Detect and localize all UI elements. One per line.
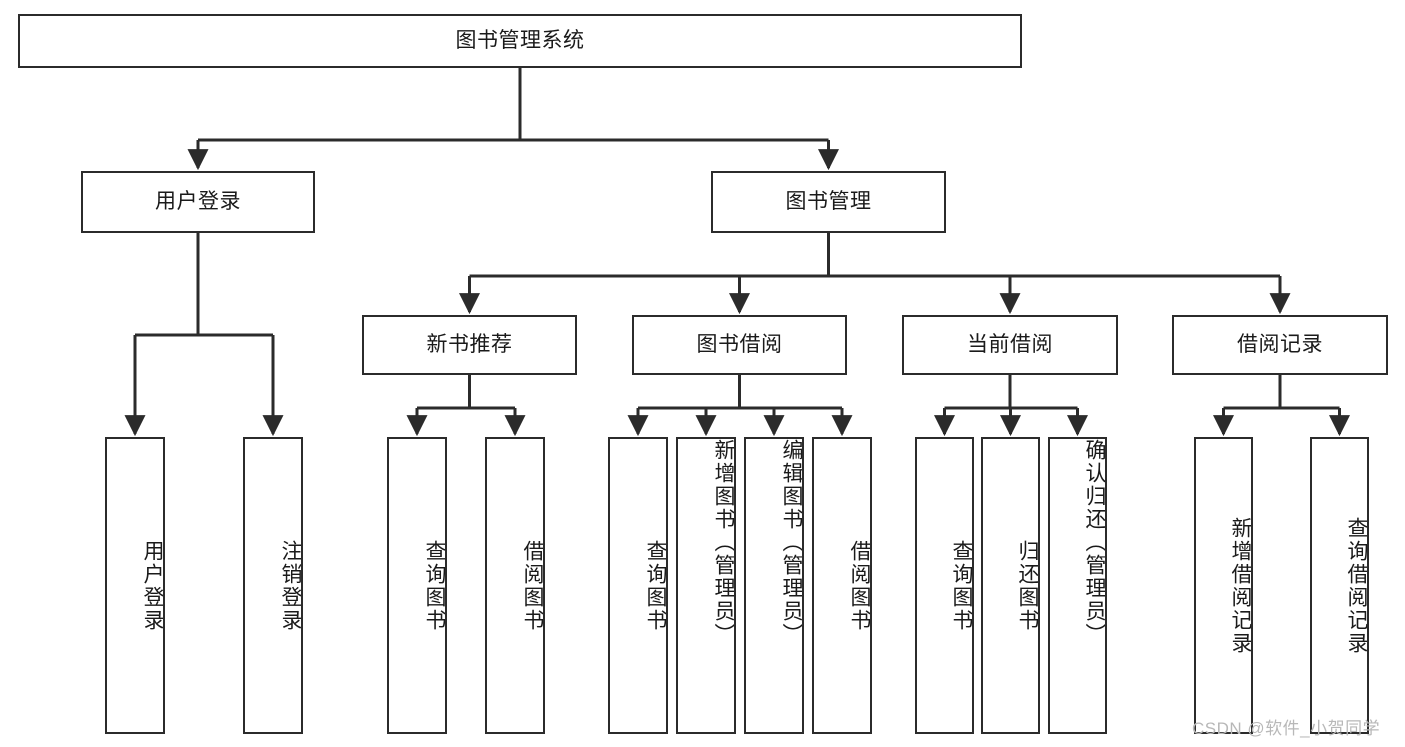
leaf-query-borrow-record[interactable]: 查询借阅记录 bbox=[1310, 437, 1369, 734]
leaf-edit-book-admin-label: 编辑图书（管理员） bbox=[780, 439, 803, 646]
leaf-query-book-recommend[interactable]: 查询图书 bbox=[387, 437, 447, 734]
leaf-add-borrow-record[interactable]: 新增借阅记录 bbox=[1194, 437, 1253, 734]
leaf-confirm-return-admin[interactable]: 确认归还（管理员） bbox=[1048, 437, 1107, 734]
leaf-query-book-borrow[interactable]: 查询图书 bbox=[608, 437, 668, 734]
node-root[interactable]: 图书管理系统 bbox=[18, 14, 1022, 68]
edge-group bbox=[124, 68, 1350, 437]
leaf-query-book-borrow-label: 查询图书 bbox=[644, 539, 667, 632]
leaf-query-book-current-label: 查询图书 bbox=[950, 539, 973, 632]
leaf-confirm-return-admin-label: 确认归还（管理员） bbox=[1083, 439, 1106, 646]
leaf-borrow-book-label: 借阅图书 bbox=[848, 539, 871, 632]
leaf-query-book-recommend-label: 查询图书 bbox=[423, 539, 446, 632]
node-borrow-record[interactable]: 借阅记录 bbox=[1172, 315, 1388, 375]
node-user-login-label: 用户登录 bbox=[155, 189, 241, 213]
leaf-borrow-book[interactable]: 借阅图书 bbox=[812, 437, 872, 734]
leaf-borrow-book-recommend-label: 借阅图书 bbox=[521, 539, 544, 632]
leaf-logout[interactable]: 注销登录 bbox=[243, 437, 303, 734]
node-new-book-recommend[interactable]: 新书推荐 bbox=[362, 315, 577, 375]
leaf-user-login-label: 用户登录 bbox=[141, 539, 164, 632]
node-user-login[interactable]: 用户登录 bbox=[81, 171, 315, 233]
leaf-logout-label: 注销登录 bbox=[279, 539, 302, 632]
leaf-user-login[interactable]: 用户登录 bbox=[105, 437, 165, 734]
node-book-borrow-label: 图书借阅 bbox=[696, 332, 783, 356]
leaf-edit-book-admin[interactable]: 编辑图书（管理员） bbox=[744, 437, 804, 734]
node-borrow-record-label: 借阅记录 bbox=[1237, 332, 1323, 356]
leaf-query-borrow-record-label: 查询借阅记录 bbox=[1345, 516, 1368, 655]
leaf-borrow-book-recommend[interactable]: 借阅图书 bbox=[485, 437, 545, 734]
node-current-borrow-label: 当前借阅 bbox=[967, 332, 1053, 356]
leaf-return-book-label: 归还图书 bbox=[1016, 539, 1039, 632]
node-book-borrow[interactable]: 图书借阅 bbox=[632, 315, 847, 375]
leaf-return-book[interactable]: 归还图书 bbox=[981, 437, 1040, 734]
node-book-management[interactable]: 图书管理 bbox=[711, 171, 946, 233]
node-current-borrow[interactable]: 当前借阅 bbox=[902, 315, 1118, 375]
leaf-add-borrow-record-label: 新增借阅记录 bbox=[1229, 516, 1252, 655]
leaf-add-book-admin-label: 新增图书（管理员） bbox=[712, 439, 735, 646]
node-new-book-recommend-label: 新书推荐 bbox=[426, 332, 513, 356]
leaf-add-book-admin[interactable]: 新增图书（管理员） bbox=[676, 437, 736, 734]
node-root-label: 图书管理系统 bbox=[455, 28, 585, 52]
leaf-query-book-current[interactable]: 查询图书 bbox=[915, 437, 974, 734]
node-book-management-label: 图书管理 bbox=[785, 189, 872, 213]
